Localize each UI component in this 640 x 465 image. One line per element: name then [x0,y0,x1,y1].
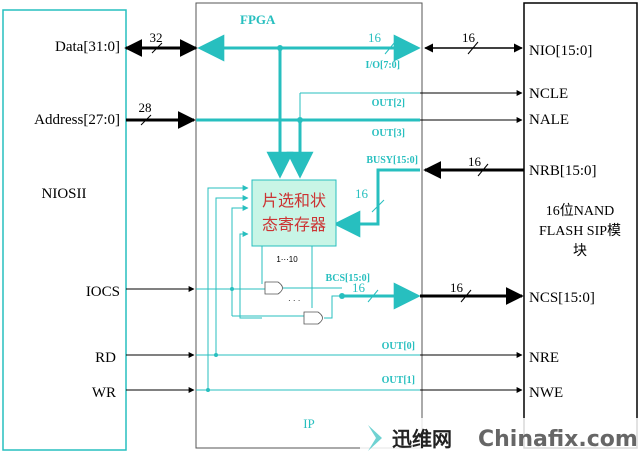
rd-to-register-line [215,195,249,355]
busy-bus-width: 16 [355,186,369,201]
out0-label: OUT[0] [382,341,415,352]
nio-bus-width: 16 [462,30,476,45]
data-bus-label: Data[31:0] [55,39,120,55]
address-bus-label: Address[27:0] [34,112,120,128]
watermark-background [360,418,638,458]
nale-pin-label: NALE [529,112,569,128]
register-label-line1: 片选和状 [262,191,326,210]
ncs-bus-width: 16 [450,280,464,295]
ncle-pin-label: NCLE [529,86,568,102]
gate-feedback-line [239,231,262,319]
ncs-pin-label: NCS[15:0] [529,290,595,306]
rd-junction [214,353,218,357]
watermark-cn: 迅维网 [392,427,452,451]
bcs-signal-label: BCS[15:0] [326,273,370,284]
wr-label: WR [92,385,116,401]
address-bus-width: 28 [139,100,152,115]
nrb-bus-slash [477,163,489,177]
io-bus-width: 16 [368,30,382,45]
address-bus-slash [140,114,152,126]
nio-bus-slash [467,41,479,55]
nre-pin-label: NRE [529,350,559,366]
nio-pin-label: NIO[15:0] [529,43,592,59]
gate-ellipsis: · · · [288,296,300,305]
gate-1 [264,281,283,295]
busy-signal-label: BUSY[15:0] [366,155,418,166]
nand-title-line2: FLASH SIP模 [539,223,621,239]
out2-label: OUT[2] [372,98,405,109]
ip-label: IP [303,416,315,431]
data-bus-width: 32 [150,30,163,45]
bcs-bus-slash [367,289,379,303]
iocs-label: IOCS [86,284,120,300]
niosii-title: NIOSII [42,186,87,202]
niosii-block [2,9,127,451]
io-bus-slash [384,41,396,55]
iocs-to-register-line [231,205,249,289]
wr-to-register-line [207,185,249,390]
nrb-pin-label: NRB[15:0] [529,163,597,179]
io-signal-label: I/O[7:0] [366,60,400,71]
bcs-bus-width: 16 [352,280,366,295]
fpga-title: FPGA [240,12,276,27]
register-label-line2: 态寄存器 [262,215,326,234]
rd-label: RD [95,350,116,366]
wr-junction [206,388,210,392]
fpga-block [195,2,423,449]
data-bus-slash [151,42,163,54]
ncs-bus-slash [460,289,472,303]
busy-bus-slash [371,199,385,213]
watermark-logo-icon [368,425,382,451]
busy-bus-line [333,168,420,238]
gate-range-label: 1⋯10 [276,255,298,264]
out3-label: OUT[3] [372,128,405,139]
nand-title-line3: 块 [573,243,587,259]
gate-10 [303,311,323,325]
nand-title-line1: 16位NAND [546,203,614,219]
out1-label: OUT[1] [382,375,415,386]
watermark: 迅维网 Chinafix.com [360,418,638,458]
nrb-bus-width: 16 [468,154,482,169]
chip-select-status-register [251,179,337,247]
gate-10-out [324,295,342,319]
watermark-en: Chinafix.com [478,427,638,452]
nwe-pin-label: NWE [529,385,563,401]
